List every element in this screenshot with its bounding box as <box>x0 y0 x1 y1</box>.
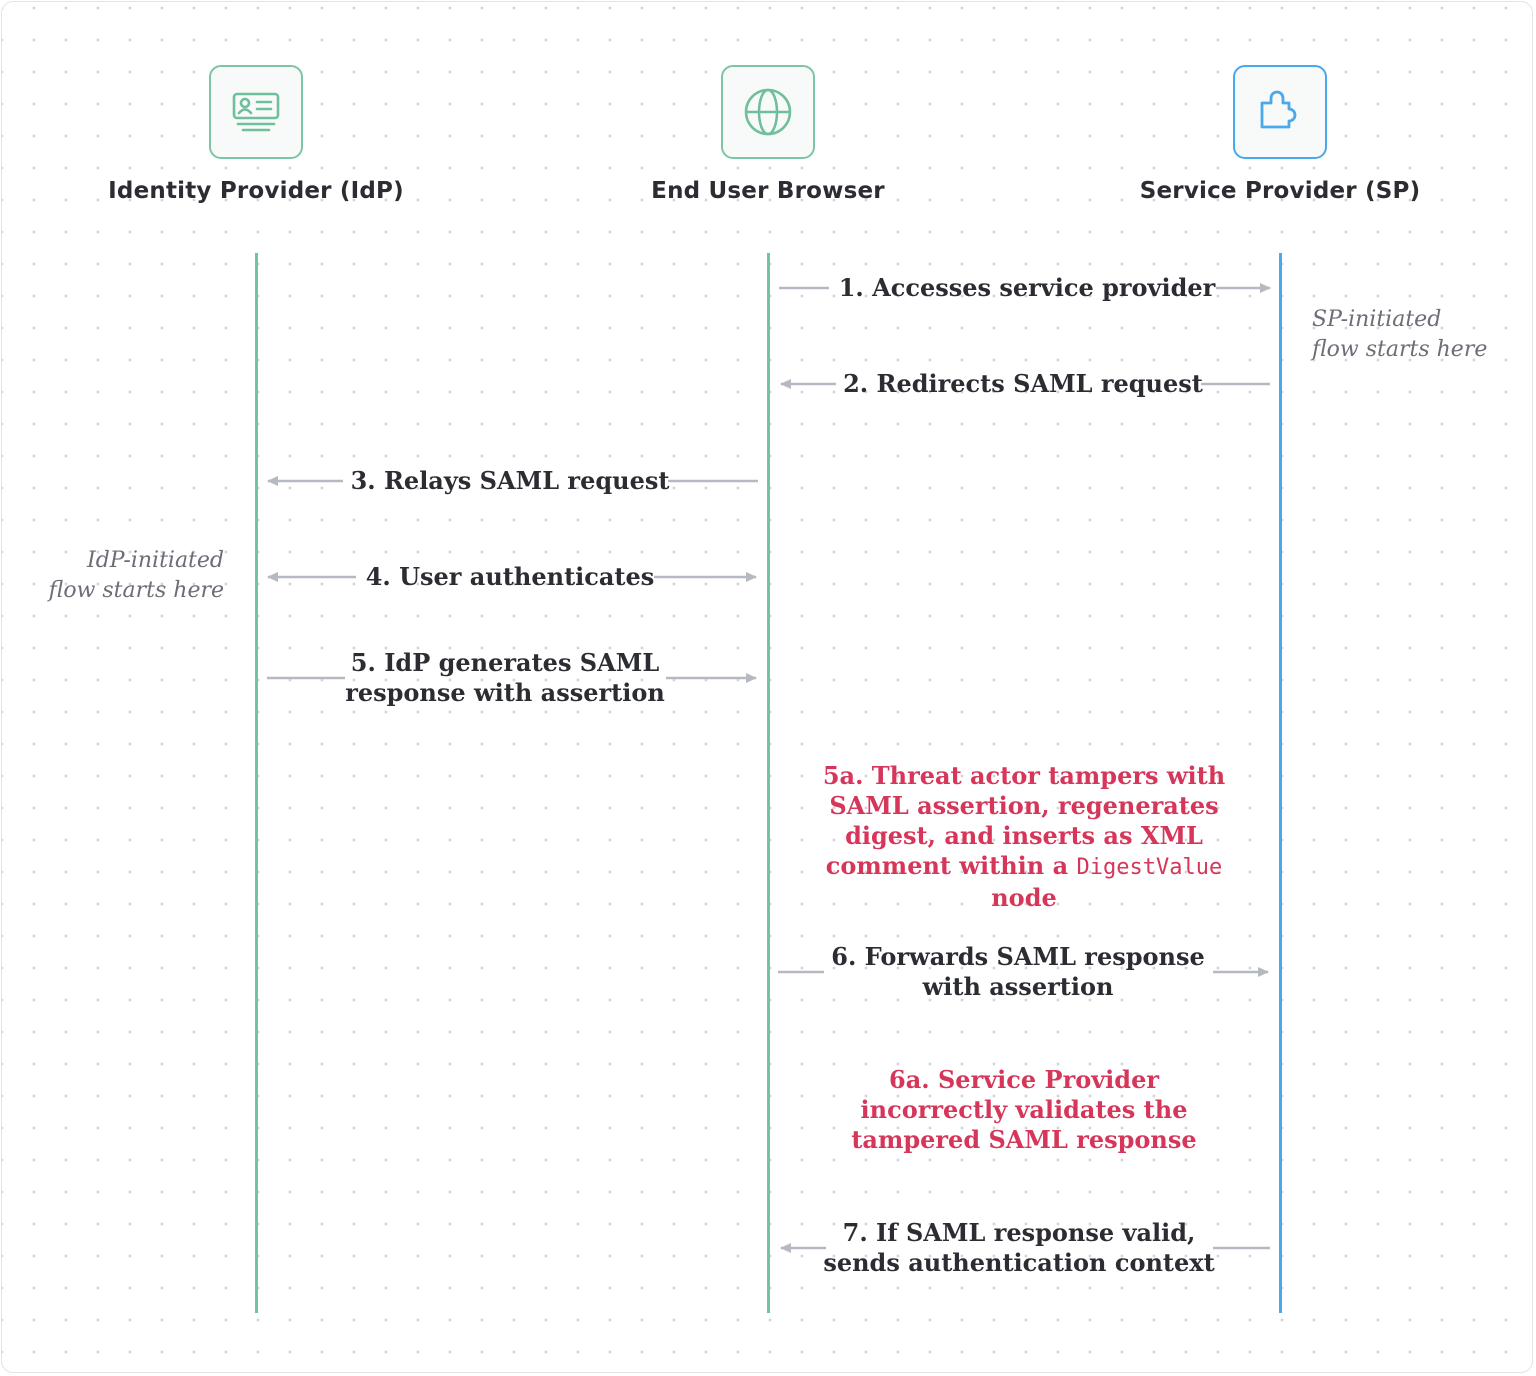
id-card-icon <box>232 92 280 132</box>
idp-actor-box <box>209 65 303 159</box>
step-7-line2: sends authentication context <box>823 1248 1215 1277</box>
step-4-label: 4. User authenticates <box>365 562 655 591</box>
step-5a-tail: node <box>991 883 1057 912</box>
step-5-line2: response with assertion <box>345 678 665 707</box>
step-5-line1: 5. IdP generates SAML <box>350 648 660 677</box>
sp-label: Service Provider (SP) <box>1139 178 1421 204</box>
step-7-label: 7. If SAML response valid, sends authent… <box>809 1218 1229 1278</box>
step-5-label: 5. IdP generates SAML response with asse… <box>325 648 685 708</box>
idp-lifeline <box>255 253 258 1313</box>
sp-lifeline <box>1279 253 1282 1313</box>
idp-note-line2: flow starts here <box>48 578 224 603</box>
step-2-label: 2. Redirects SAML request <box>843 369 1203 398</box>
idp-initiated-note: IdP-initiated flow starts here <box>24 546 224 606</box>
browser-lifeline <box>767 253 770 1313</box>
step-6-line1: 6. Forwards SAML response <box>831 942 1205 971</box>
browser-label: End User Browser <box>651 178 885 204</box>
sp-initiated-note: SP-initiated flow starts here <box>1312 305 1487 365</box>
step-5a-code: DigestValue <box>1076 855 1223 880</box>
browser-actor-box <box>721 65 815 159</box>
step-5a-text: 5a. Threat actor tampers with SAML asser… <box>822 761 1226 880</box>
sp-note-line1: SP-initiated <box>1312 307 1442 332</box>
step-6a-label: 6a. Service Provider incorrectly validat… <box>851 1065 1197 1154</box>
step-3-label: 3. Relays SAML request <box>350 466 670 495</box>
sp-note-line2: flow starts here <box>1312 337 1488 362</box>
step-1-label: 1. Accesses service provider <box>838 273 1216 302</box>
step-6-label: 6. Forwards SAML response with assertion <box>818 942 1218 1002</box>
puzzle-icon <box>1260 90 1297 129</box>
idp-label: Identity Provider (IdP) <box>108 178 404 204</box>
step-7-line1: 7. If SAML response valid, <box>842 1218 1196 1247</box>
step-6-line2: with assertion <box>922 972 1114 1001</box>
step-5a-label: 5a. Threat actor tampers with SAML asser… <box>794 761 1254 913</box>
sp-actor-box <box>1233 65 1327 159</box>
idp-note-line1: IdP-initiated <box>87 548 224 573</box>
globe-icon <box>744 88 792 136</box>
